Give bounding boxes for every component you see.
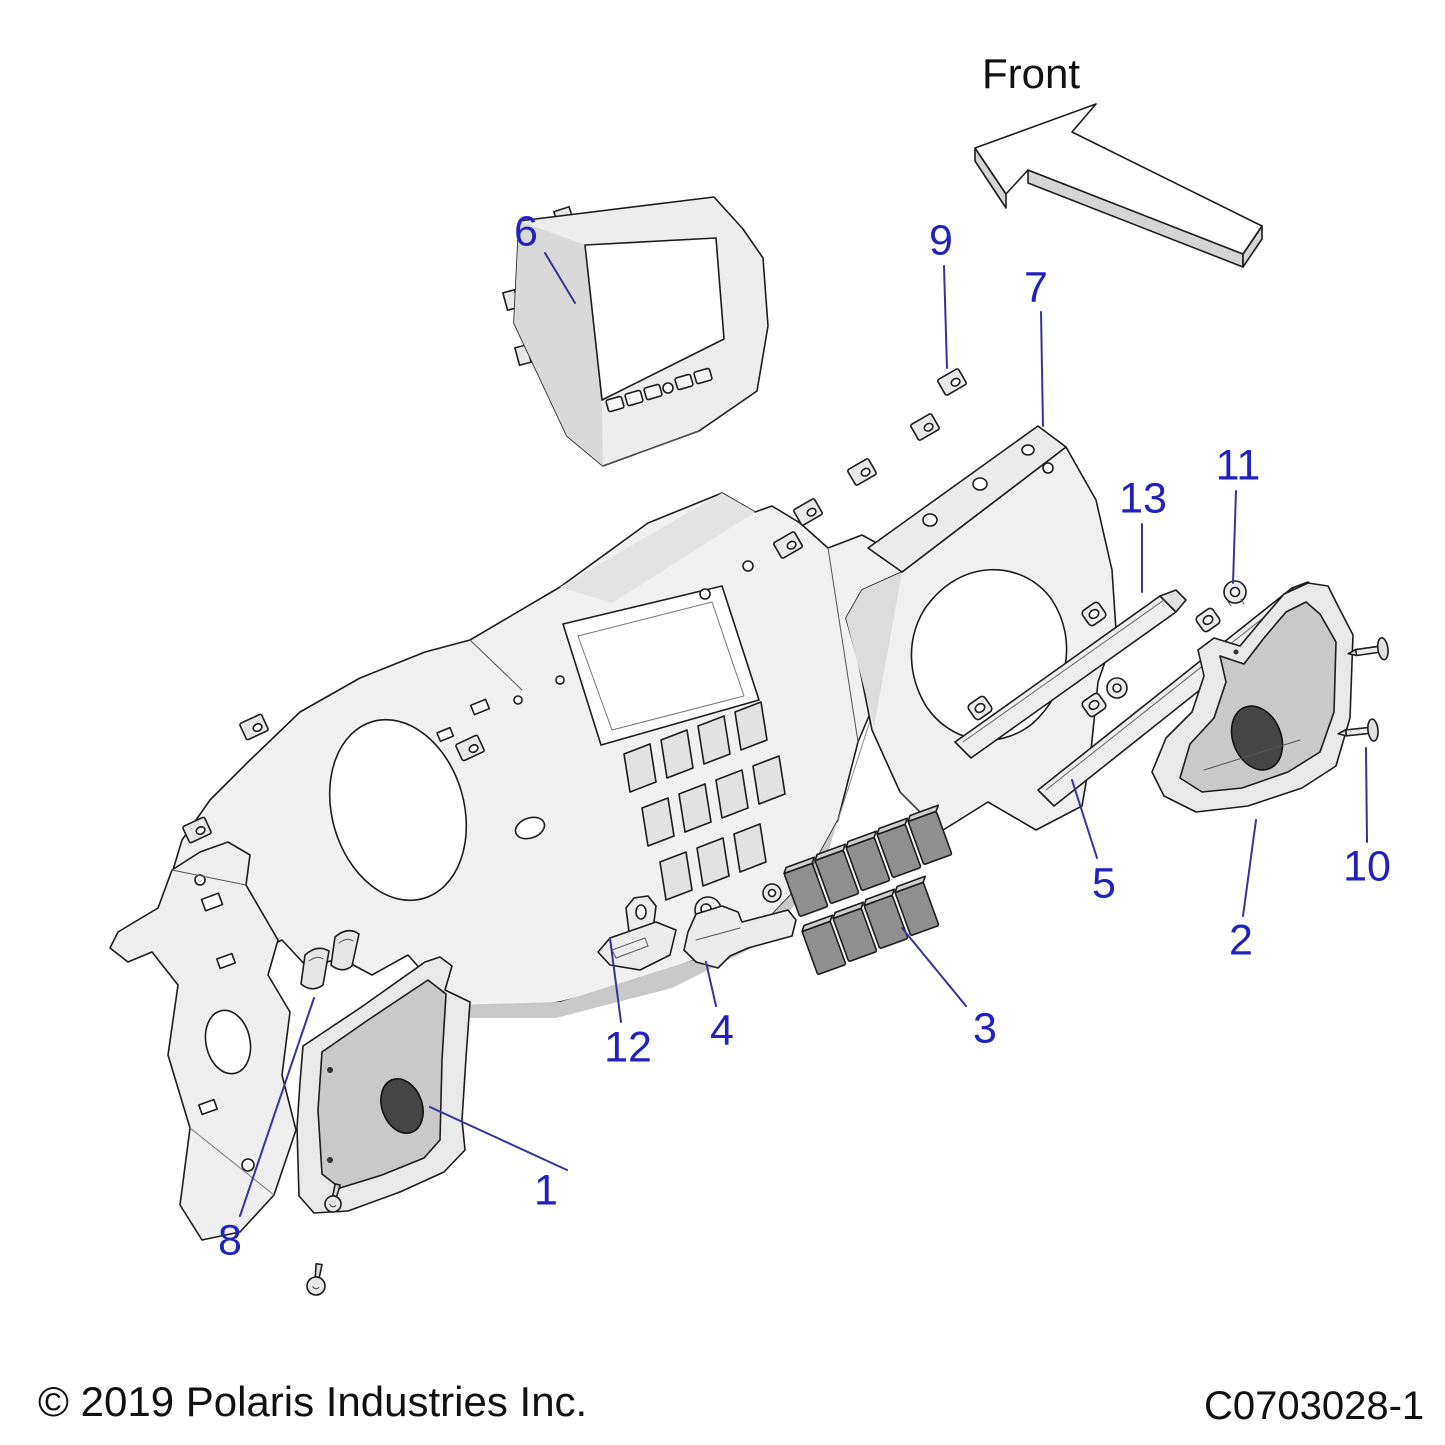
front-direction-arrow	[974, 103, 1263, 268]
callout-11: 11	[1215, 441, 1261, 490]
callout-4: 4	[710, 1006, 734, 1055]
front-direction-label: Front	[982, 50, 1081, 97]
drawing-number: C0703028-1	[1204, 1384, 1425, 1428]
callout-1: 1	[534, 1166, 558, 1215]
callout-13: 13	[1119, 474, 1167, 523]
part-6-display-bezel	[502, 196, 769, 467]
leader-lines	[239, 252, 1368, 1217]
callout-12: 12	[604, 1023, 652, 1072]
rail-screw	[1106, 677, 1128, 699]
part-11-push-screw	[1223, 580, 1247, 607]
part-2-right-speaker-pod	[1151, 582, 1354, 813]
part-13-mounting-rail	[954, 589, 1187, 759]
callout-7: 7	[1024, 263, 1048, 312]
copyright-text: © 2019 Polaris Industries Inc.	[38, 1378, 588, 1425]
part-8-clips	[300, 929, 360, 990]
part-4-bracket	[683, 883, 797, 969]
part-3-switch-blanks	[783, 804, 953, 975]
callout-8: 8	[218, 1216, 242, 1265]
switch-opening-grid	[623, 701, 786, 901]
part-9-retaining-clips	[182, 368, 967, 844]
push-pin-screws	[306, 1183, 342, 1296]
callout-5: 5	[1092, 859, 1116, 908]
callout-2: 2	[1229, 916, 1253, 965]
callout-6: 6	[514, 207, 538, 256]
part-12-bracket	[597, 895, 677, 971]
callout-9: 9	[929, 216, 953, 265]
part-10-screws	[1337, 637, 1389, 742]
part-1-left-speaker-pod	[296, 956, 471, 1214]
bezel-buttons	[605, 367, 713, 413]
callout-10: 10	[1343, 842, 1391, 891]
callout-3: 3	[973, 1004, 997, 1053]
part-left-support-bracket	[109, 841, 297, 1241]
